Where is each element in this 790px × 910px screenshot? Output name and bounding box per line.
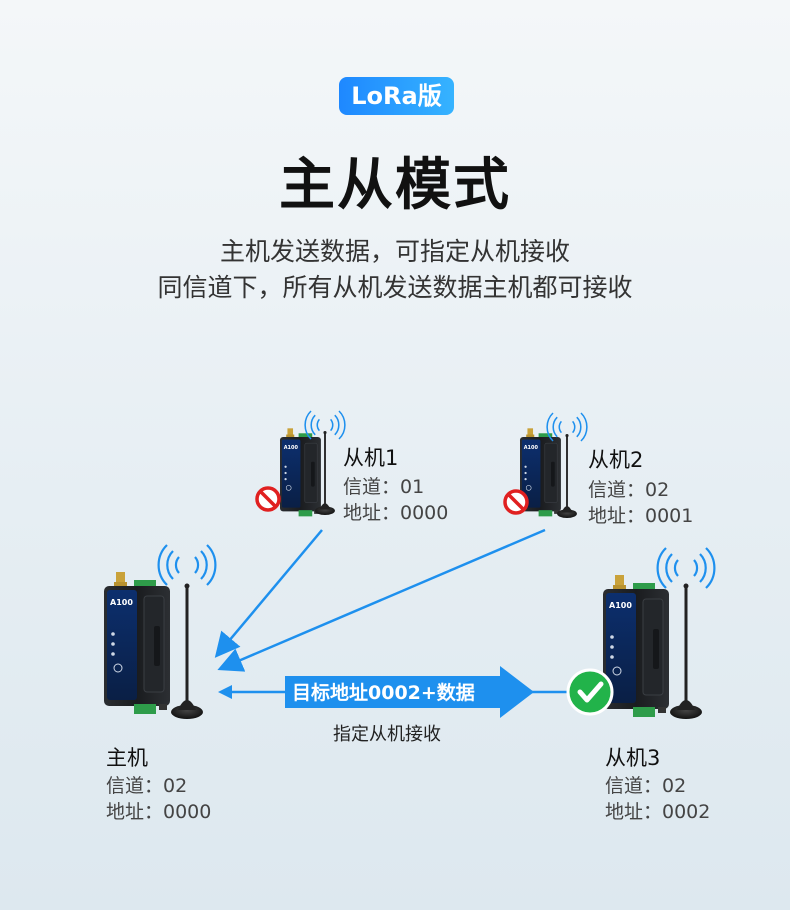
check-circle-icon: [566, 668, 614, 716]
slave3-device: A100: [602, 574, 670, 718]
subtitle-line-2: 同信道下，所有从机发送数据主机都可接收: [157, 273, 633, 302]
no-entry-icon: [503, 489, 529, 515]
slave2-device-label: A100: [524, 445, 539, 451]
slave3-device-label: A100: [609, 601, 632, 610]
slave3-name: 从机3: [605, 746, 661, 770]
slave2-address: 地址：0001: [588, 505, 694, 527]
master-channel: 信道：02: [106, 775, 188, 797]
master-device: A100: [103, 571, 171, 715]
master-address: 地址：0000: [106, 801, 212, 823]
master-device-label: A100: [110, 598, 133, 607]
slave1-device-label: A100: [284, 445, 299, 451]
slave3-channel: 信道：02: [605, 775, 687, 797]
flow-slave1-to-master: [214, 529, 323, 658]
master-name: 主机: [106, 746, 148, 770]
wifi-signal-icon: [157, 543, 217, 587]
flow-master-arrowhead: [218, 685, 232, 699]
slave3-antenna: [668, 582, 704, 721]
slave3-address: 地址：0002: [605, 801, 711, 823]
slave1-name: 从机1: [343, 446, 399, 470]
page-title: 主从模式: [279, 153, 511, 218]
subtitle-line-1: 主机发送数据，可指定从机接收: [219, 237, 570, 266]
slave1-device: A100: [279, 428, 322, 517]
slave2-name: 从机2: [588, 448, 644, 472]
flow-slave2-to-master: [217, 528, 546, 672]
slave1-channel: 信道：01: [343, 476, 425, 498]
target-address-arrow: [285, 666, 534, 718]
slave2-channel: 信道：02: [588, 479, 670, 501]
arrow-caption: 指定从机接收: [333, 724, 441, 745]
slave1-address: 地址：0000: [343, 502, 449, 524]
wifi-signal-icon: [656, 546, 716, 590]
slave2-device: A100: [519, 428, 562, 517]
arrow-label: 目标地址0002+数据: [292, 682, 475, 704]
lora-badge: LoRa版: [339, 77, 454, 115]
no-entry-icon: [255, 486, 281, 512]
master-antenna: [169, 582, 205, 721]
